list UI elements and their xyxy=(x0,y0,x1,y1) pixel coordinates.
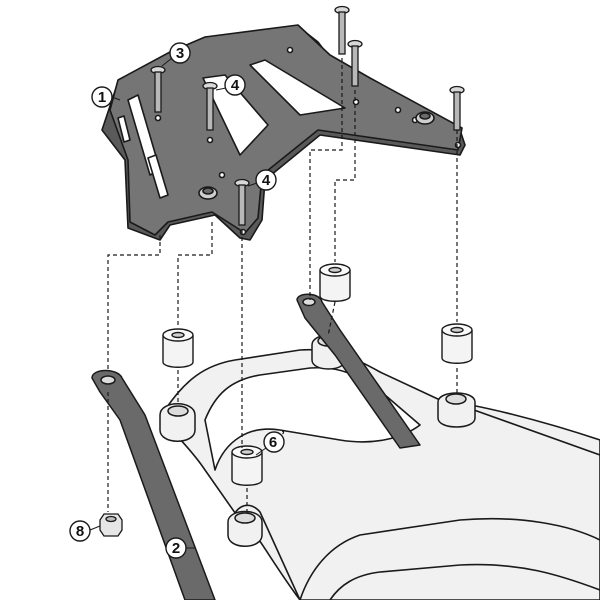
bracket-center xyxy=(296,293,421,449)
motorcycle-frame xyxy=(164,348,600,600)
callout-1-label: 1 xyxy=(98,89,106,106)
rack-plate-part-1 xyxy=(101,24,466,241)
callout-8: 8 xyxy=(69,520,101,542)
callout-3: 3 xyxy=(161,42,191,67)
bolts xyxy=(150,5,465,226)
callout-2: 2 xyxy=(165,537,196,559)
spacer-top xyxy=(319,263,351,302)
callout-4-lower: 4 xyxy=(247,169,277,191)
frame-boss-right xyxy=(437,392,476,428)
bolt-top-right xyxy=(347,39,363,87)
callout-1: 1 xyxy=(91,86,121,108)
nut-part-8 xyxy=(99,513,123,537)
spacer-left xyxy=(162,328,194,368)
bolt-4-upper xyxy=(202,81,218,131)
callout-4-upper: 4 xyxy=(215,74,246,96)
plate-boss xyxy=(198,111,435,200)
callout-6-label: 6 xyxy=(269,434,277,451)
callout-4a-label: 4 xyxy=(231,77,240,94)
spacer-right xyxy=(441,323,473,364)
bolt-3 xyxy=(150,65,166,113)
frame-boss-left xyxy=(159,403,196,442)
callout-6: 6 ’ xyxy=(255,427,285,456)
callout-2-label: 2 xyxy=(172,540,180,557)
bolt-4-lower xyxy=(234,178,250,226)
spacer-6 xyxy=(231,445,263,486)
assembly-guide-lines xyxy=(107,58,458,515)
callout-4b-label: 4 xyxy=(262,172,271,189)
callout-3-label: 3 xyxy=(176,45,184,62)
bolt-top-left xyxy=(334,5,350,55)
callout-8-label: 8 xyxy=(76,523,84,540)
spacers xyxy=(162,263,473,486)
frame-boss-lower xyxy=(227,510,263,547)
callout-6-prime: ’ xyxy=(281,427,285,444)
